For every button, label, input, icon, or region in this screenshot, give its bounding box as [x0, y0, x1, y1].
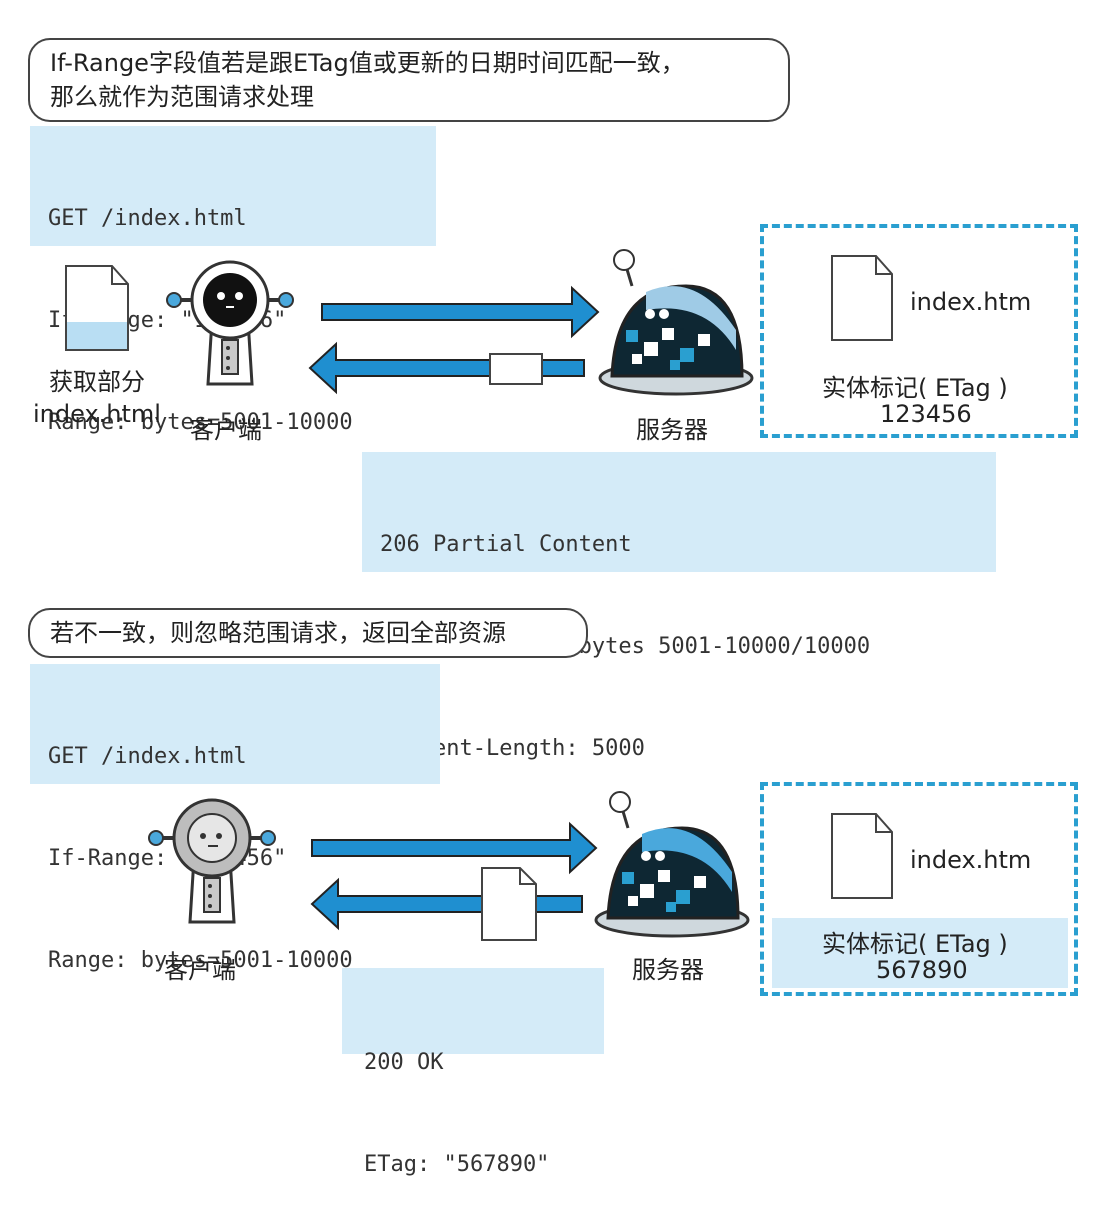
response-line-1: 200 OK — [364, 1050, 444, 1075]
response-arrow-mismatch — [310, 867, 583, 941]
etag-label-match: 实体标记( ETag ) — [822, 374, 1008, 402]
resource-filename-mismatch: index.htm — [910, 846, 1032, 874]
callout-match-line1: If-Range字段值若是跟ETag值或更新的日期时间匹配一致， — [50, 49, 685, 77]
callout-mismatch-text: 若不一致，则忽略范围请求，返回全部资源 — [50, 619, 506, 647]
resource-file-icon-mismatch — [831, 813, 893, 899]
server-icon-mismatch — [594, 791, 750, 938]
etag-value-match: 123456 — [880, 400, 972, 428]
resource-filename-match: index.htm — [910, 288, 1032, 316]
client-file-icon — [65, 265, 129, 351]
server-label-mismatch: 服务器 — [632, 956, 704, 984]
request-arrow-mismatch — [311, 821, 598, 875]
etag-value-mismatch: 567890 — [876, 956, 968, 984]
response-arrow-match — [308, 341, 585, 395]
full-file-icon — [481, 867, 537, 941]
resource-box-mismatch — [760, 782, 1078, 996]
client-file-label: 获取部分 index.html — [32, 366, 162, 430]
response-box-match: 206 Partial Content Content-Range: bytes… — [362, 452, 996, 761]
request-line-1: GET /index.html — [48, 206, 247, 231]
callout-mismatch: 若不一致，则忽略范围请求，返回全部资源 — [28, 608, 588, 658]
etag-label-mismatch: 实体标记( ETag ) — [822, 930, 1008, 958]
resource-file-icon-match — [831, 255, 893, 341]
request-line-3: Range: bytes=5001-10000 — [48, 948, 353, 973]
callout-match: If-Range字段值若是跟ETag值或更新的日期时间匹配一致， 那么就作为范围… — [28, 38, 790, 122]
response-line-1: 206 Partial Content — [380, 532, 632, 557]
client-robot-icon-mismatch — [147, 798, 277, 924]
diagram-graphics — [65, 249, 893, 941]
request-line-3: Range: bytes=5001-10000 — [48, 410, 353, 435]
etag-highlight-mismatch — [772, 918, 1068, 988]
client-file-label-line2: index.html — [33, 400, 161, 428]
partial-content-block — [489, 353, 543, 385]
client-file-label-line1: 获取部分 — [49, 368, 145, 396]
response-line-2: ETag: "567890" — [364, 1152, 550, 1177]
client-label-mismatch: 客户端 — [164, 956, 236, 984]
client-robot-icon — [165, 260, 295, 386]
server-label-match: 服务器 — [636, 416, 708, 444]
client-label-match: 客户端 — [190, 416, 262, 444]
request-arrow-match — [321, 285, 600, 339]
request-line-1: GET /index.html — [48, 744, 247, 769]
request-box-mismatch: GET /index.html If-Range: "123456" Range… — [30, 664, 440, 973]
callout-match-line2: 那么就作为范围请求处理 — [50, 83, 314, 111]
resource-box-match — [760, 224, 1078, 438]
server-icon-match — [598, 249, 754, 396]
